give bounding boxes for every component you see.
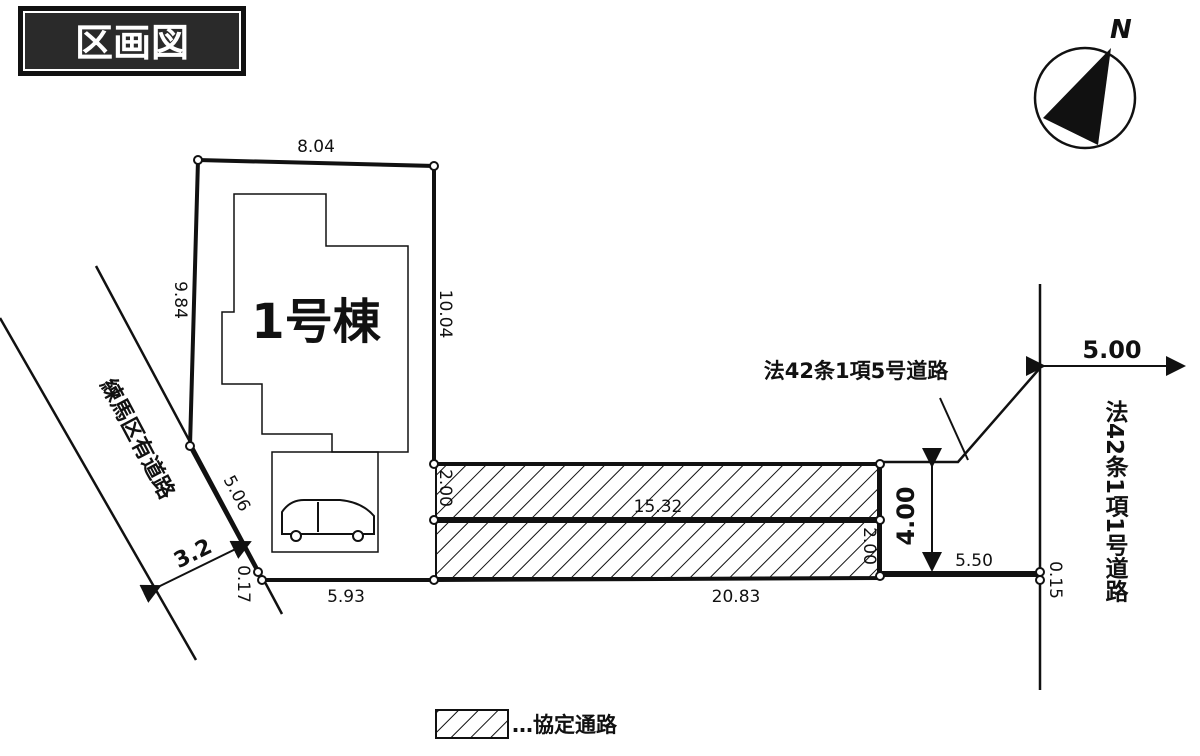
dim-top: 8.04 <box>297 137 335 157</box>
dim-strip1-width: 2.00 <box>435 469 455 507</box>
boundary-markers <box>185 155 1045 585</box>
road-edge <box>880 367 1041 464</box>
compass-needle-icon <box>1043 48 1111 145</box>
dim-bottom-left: 5.93 <box>327 587 365 607</box>
legend-text: …協定通路 <box>512 713 618 737</box>
dim-road-span: 4.00 <box>892 486 920 545</box>
title-box: 区画図 <box>18 6 246 76</box>
page-title: 区画図 <box>75 21 189 65</box>
compass-north-label: N <box>1110 15 1132 45</box>
legend: …協定通路 <box>435 709 618 739</box>
dim-road-right-segment: 5.50 <box>955 551 993 571</box>
dim-strip2-width: 2.00 <box>859 527 879 565</box>
right-road-label: 法42条1項1号道路 <box>1101 400 1129 602</box>
road-leader-line <box>939 397 969 461</box>
dim-arrow-left-road <box>139 540 252 603</box>
dim-strip-length: 15.32 <box>634 497 683 517</box>
agreement-passage-strip-2 <box>435 521 879 579</box>
parking-space <box>271 451 379 553</box>
legend-hatch-swatch <box>435 709 509 739</box>
dim-road-width-right: 5.00 <box>1082 336 1141 364</box>
left-road-label: 練馬区有道路 <box>95 375 180 505</box>
car-icon <box>281 499 375 542</box>
dim-left: 9.84 <box>170 281 190 319</box>
compass: N <box>1033 15 1137 150</box>
dim-left-road-width: 3.2 <box>170 534 216 574</box>
agreement-passage-strip-1 <box>435 463 879 519</box>
dim-bottom-right: 20.83 <box>712 587 761 607</box>
house-footprint <box>221 193 409 453</box>
dim-right-corner: 0.15 <box>1045 561 1065 599</box>
building-label: 1号棟 <box>251 294 381 350</box>
top-right-road-label: 法42条1項5号道路 <box>764 359 949 383</box>
dim-right: 10.04 <box>435 290 455 339</box>
dim-corner: 0.17 <box>233 565 253 603</box>
